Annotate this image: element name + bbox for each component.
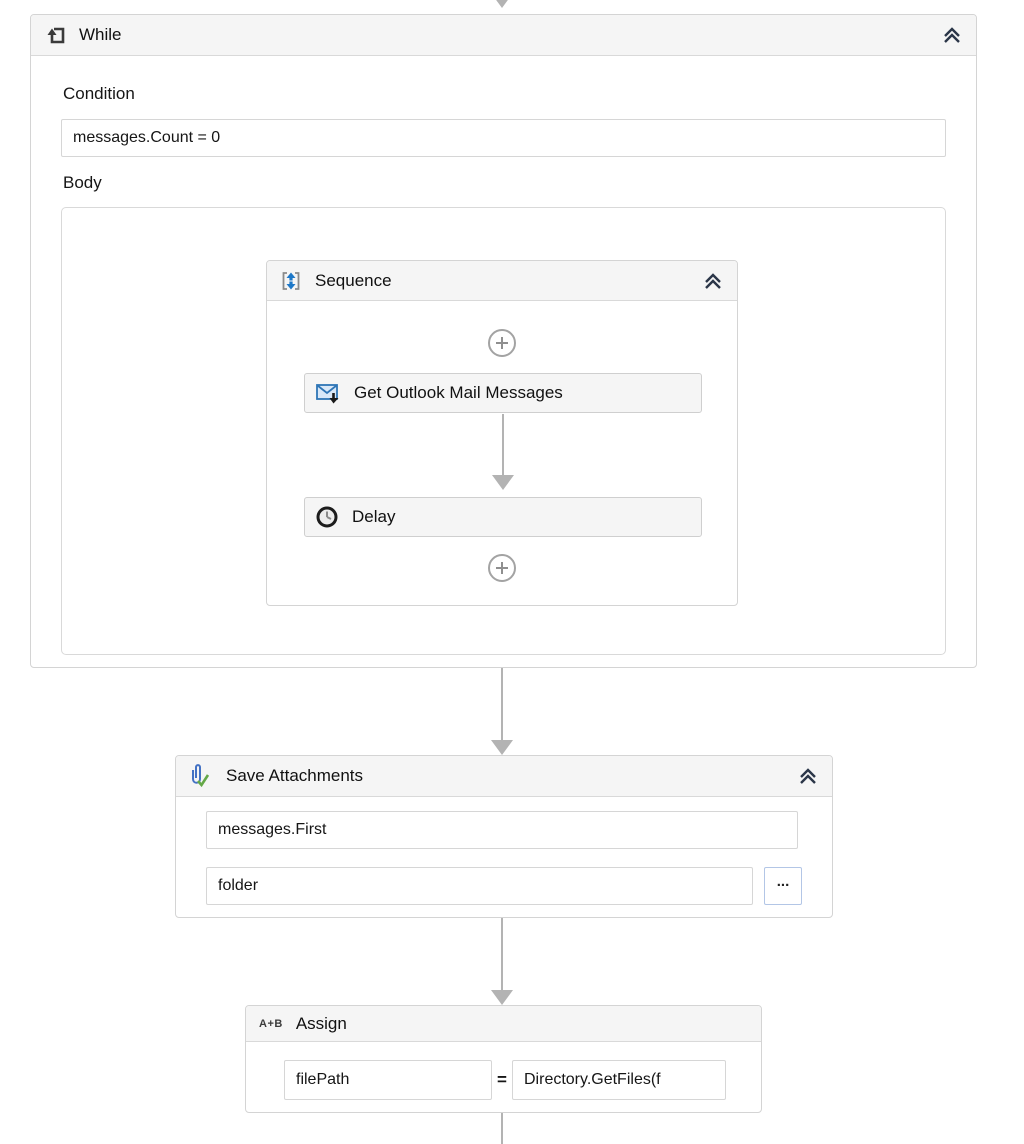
while-collapse-icon[interactable] (941, 24, 963, 46)
incoming-arrow-head (491, 0, 513, 8)
a-plus-b-icon: A+B (259, 1017, 283, 1030)
browse-folder-button[interactable]: ... (764, 867, 802, 905)
connector-arrow-2 (491, 990, 513, 1005)
save-attachments-title: Save Attachments (226, 766, 364, 785)
while-title: While (79, 25, 122, 44)
save-attachments-header[interactable]: Save Attachments (176, 756, 832, 797)
connector-line-3 (501, 1113, 503, 1144)
add-activity-button-bottom[interactable] (488, 554, 516, 582)
add-activity-button-top[interactable] (488, 329, 516, 357)
save-attachments-collapse-icon[interactable] (797, 765, 819, 787)
save-attachments-activity[interactable]: Save Attachments messages.First folder .… (175, 755, 833, 918)
folder-expression-field[interactable]: folder (206, 867, 753, 905)
sequence-activity-header[interactable]: Sequence (267, 261, 737, 301)
sequence-activity[interactable]: Sequence (266, 260, 738, 606)
paperclip-check-icon (189, 763, 213, 789)
while-loop-icon (44, 24, 66, 46)
body-label: Body (63, 173, 102, 192)
delay-label: Delay (352, 507, 396, 526)
get-outlook-mail-messages-activity[interactable]: Get Outlook Mail Messages (304, 373, 702, 413)
connector-line-1 (501, 668, 503, 741)
condition-label: Condition (63, 84, 135, 103)
assign-equals-sign: = (497, 1070, 507, 1089)
while-activity[interactable]: While Condition messages.Count = 0 Body (30, 14, 977, 668)
sequence-collapse-icon[interactable] (702, 270, 724, 292)
connector-line-sequence (502, 414, 504, 476)
assign-title: Assign (295, 1013, 347, 1033)
connector-arrow-1 (491, 740, 513, 755)
connector-line-2 (501, 918, 503, 991)
get-outlook-mail-messages-label: Get Outlook Mail Messages (354, 383, 563, 402)
connector-arrow-sequence (492, 475, 514, 490)
clock-icon (315, 505, 339, 529)
message-expression-field[interactable]: messages.First (206, 811, 798, 849)
assign-header[interactable]: A+B Assign (246, 1006, 761, 1042)
while-body-container[interactable]: Sequence (61, 207, 946, 655)
delay-activity[interactable]: Delay (304, 497, 702, 537)
assign-value-field[interactable]: Directory.GetFiles(f (512, 1060, 726, 1100)
envelope-download-icon (315, 381, 341, 405)
sequence-title: Sequence (315, 270, 392, 290)
assign-to-field[interactable]: filePath (284, 1060, 492, 1100)
assign-activity[interactable]: A+B Assign filePath = Directory.GetFiles… (245, 1005, 762, 1113)
condition-expression-field[interactable]: messages.Count = 0 (61, 119, 946, 157)
sequence-icon (280, 270, 302, 292)
while-activity-header[interactable]: While (31, 15, 976, 56)
